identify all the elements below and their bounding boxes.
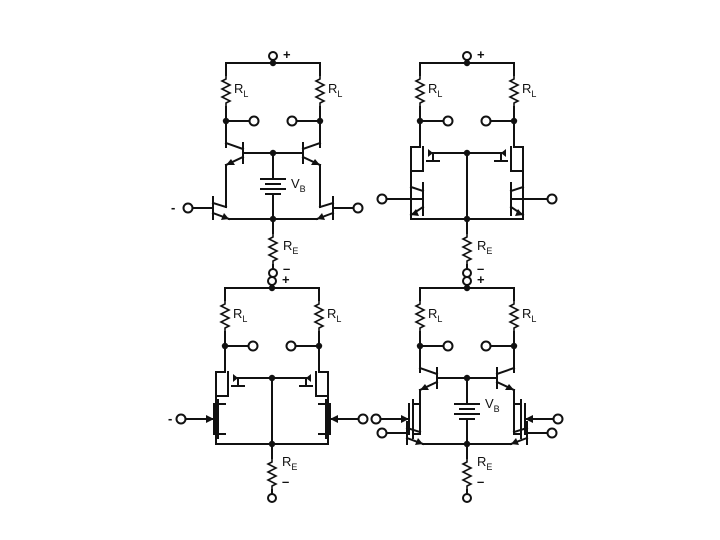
load-resistor-label-left: RL xyxy=(234,81,248,99)
negative-input-label: - xyxy=(171,200,175,215)
negative-input-label: - xyxy=(168,411,172,426)
load-resistor-label-left: RL xyxy=(428,306,442,324)
emitter-resistor-label: RE xyxy=(477,454,492,472)
emitter-resistor-label: RE xyxy=(477,238,492,256)
circuit-bipolar-cascode-top-left: + – - RL RL VB RE xyxy=(171,47,364,277)
circuit-fet-bjt-cascode-top-right: + – RL RL RE xyxy=(376,47,558,277)
load-resistor-label-right: RL xyxy=(522,306,536,324)
load-resistor-label-left: RL xyxy=(233,306,247,324)
load-resistor-label-right: RL xyxy=(328,81,342,99)
bias-source-label: VB xyxy=(485,396,500,414)
circuit-bjt-fet-cascode-bottom-right: + – RL RL VB RE xyxy=(370,272,564,502)
positive-supply-label: + xyxy=(283,47,291,62)
negative-supply-label: – xyxy=(283,261,290,276)
positive-supply-label: + xyxy=(477,272,485,287)
load-resistor-label-left: RL xyxy=(428,81,442,99)
emitter-resistor-label: RE xyxy=(282,454,297,472)
positive-supply-label: + xyxy=(477,47,485,62)
negative-supply-label: – xyxy=(477,474,484,489)
positive-supply-label: + xyxy=(282,272,290,287)
bias-source-label: VB xyxy=(291,176,306,194)
negative-supply-label: – xyxy=(282,474,289,489)
load-resistor-label-right: RL xyxy=(327,306,341,324)
load-resistor-label-right: RL xyxy=(522,81,536,99)
emitter-resistor-label: RE xyxy=(283,238,298,256)
circuit-fet-cascode-bottom-left: + – - RL RL RE xyxy=(168,272,369,502)
negative-supply-label: – xyxy=(477,261,484,276)
